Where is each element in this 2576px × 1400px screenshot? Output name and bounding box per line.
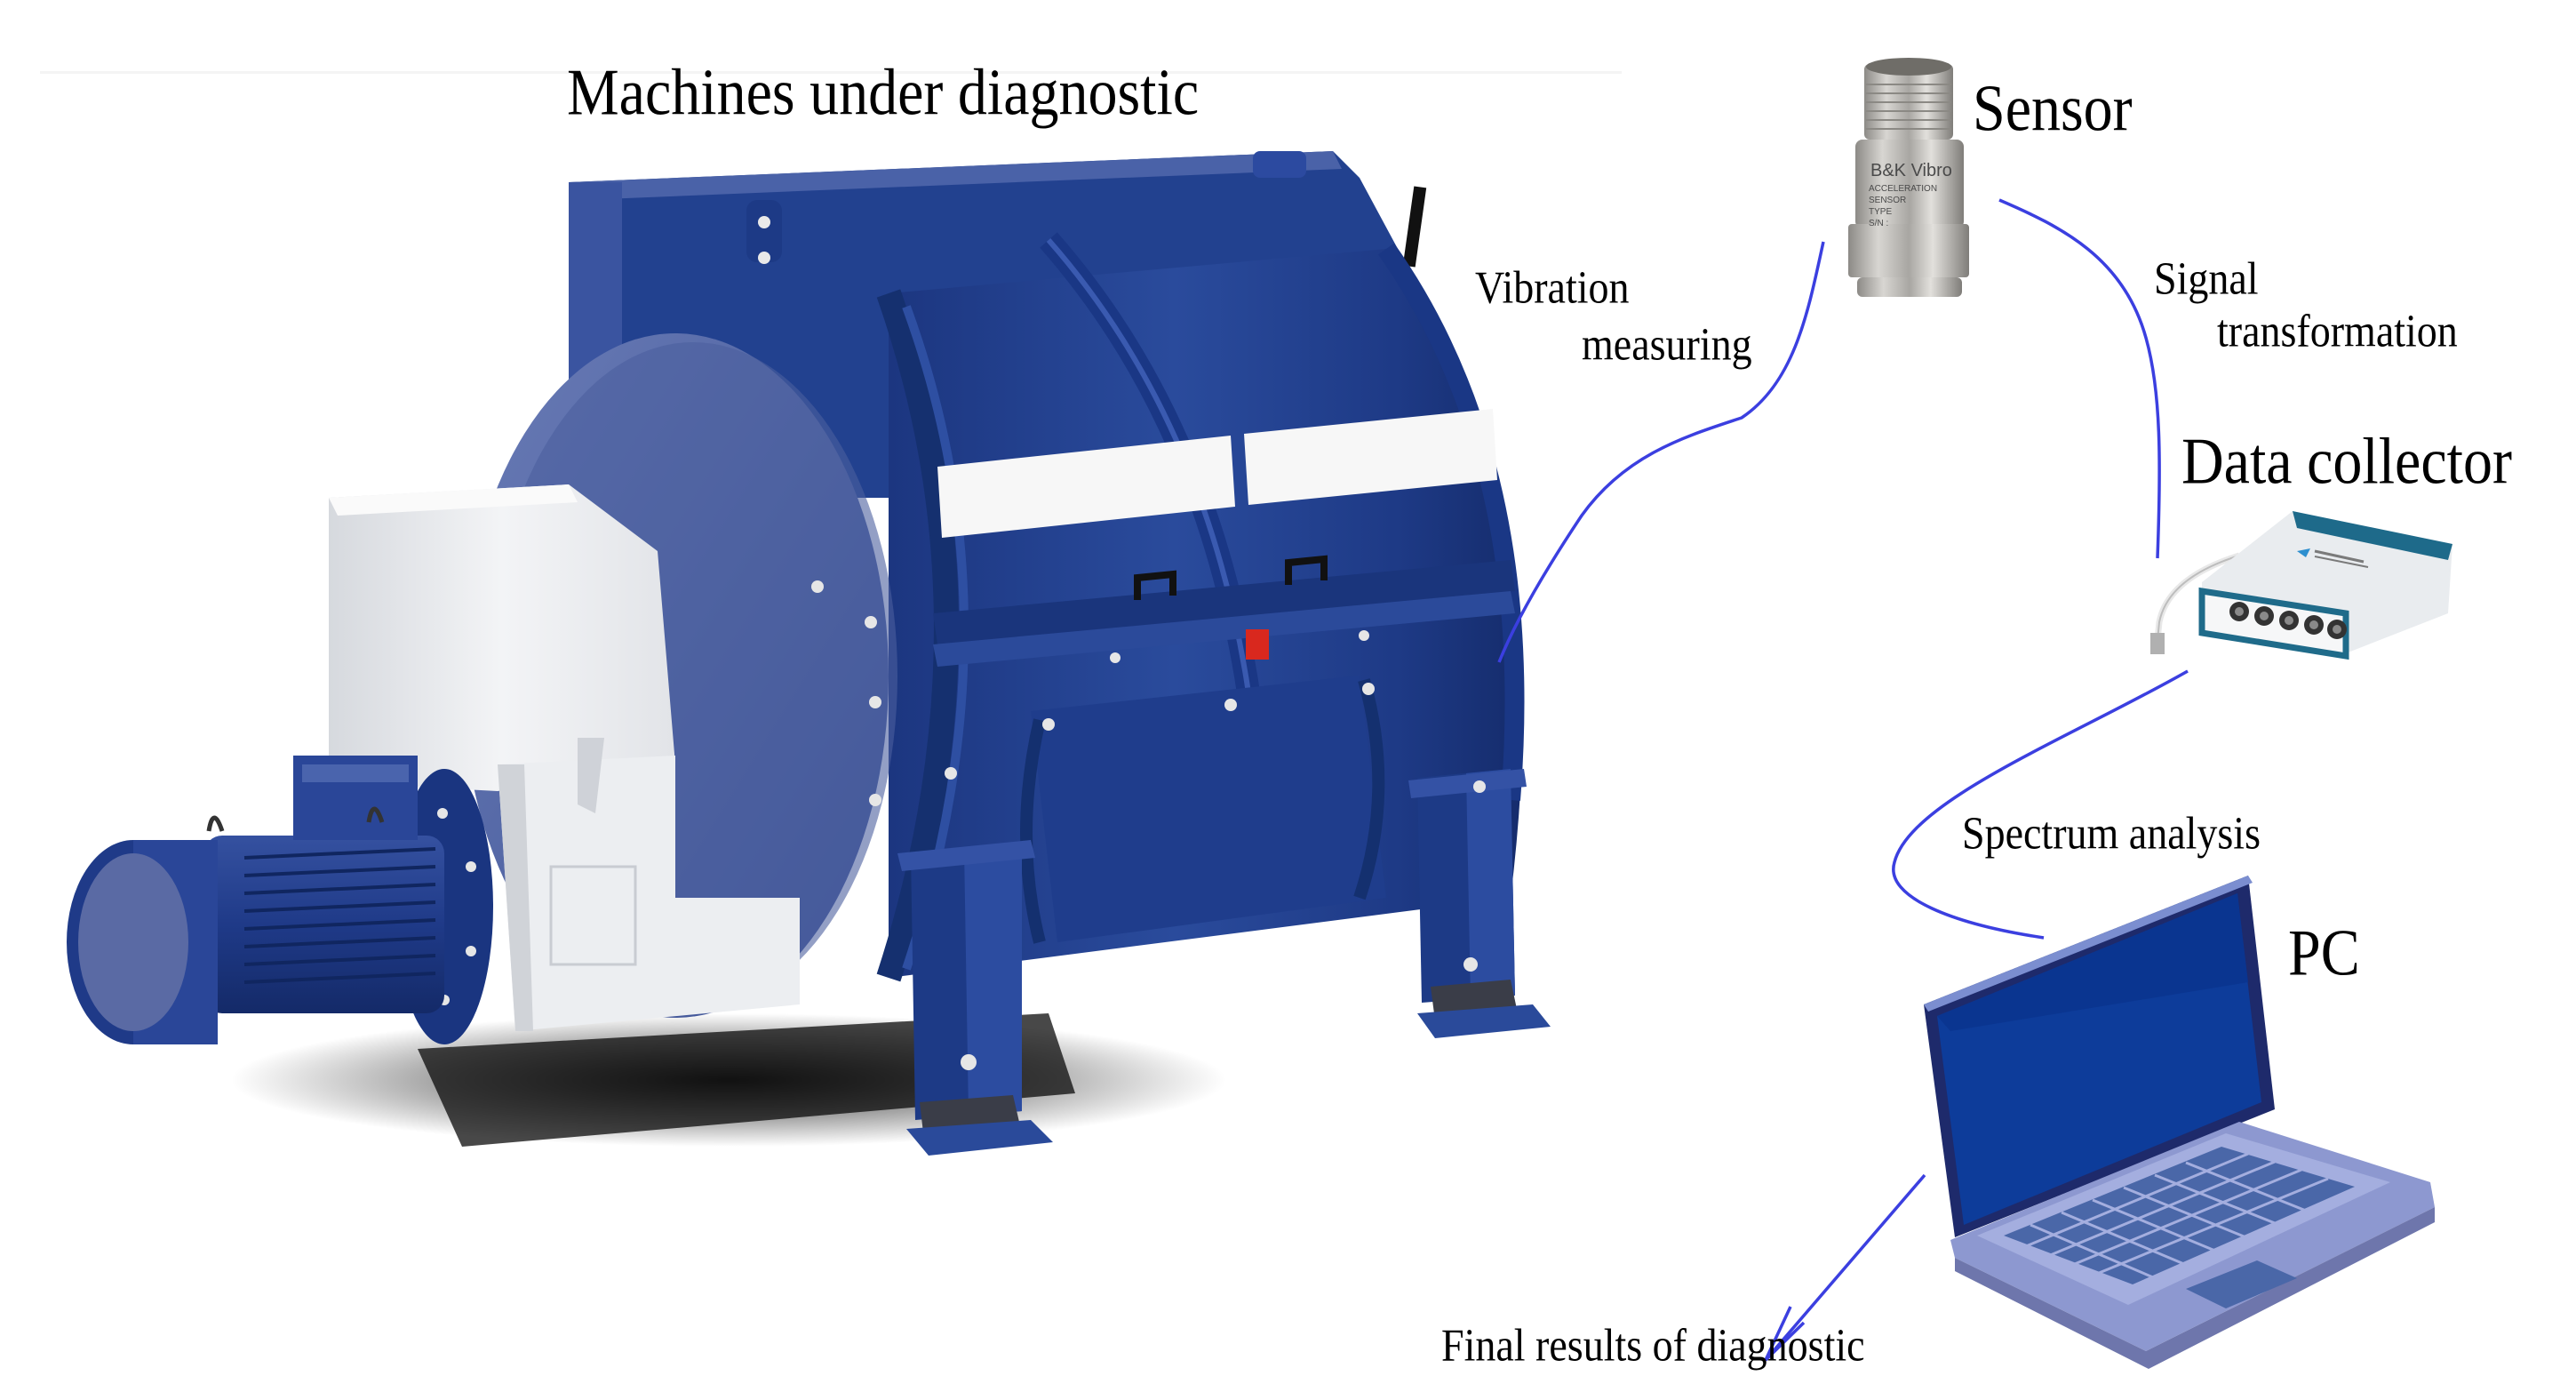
label-pc: PC	[2288, 916, 2360, 990]
label-measuring: measuring	[1582, 318, 1752, 370]
title-machines-under-diagnostic: Machines under diagnostic	[567, 56, 1200, 130]
label-sensor: Sensor	[1973, 72, 2133, 146]
label-transformation: transformation	[2217, 305, 2458, 356]
label-data-collector: Data collector	[2181, 425, 2512, 499]
label-signal: Signal	[2154, 252, 2259, 304]
arrow-to-results	[1764, 1173, 1926, 1362]
edge-signal-transformation-line	[1998, 198, 2161, 559]
edge-spectrum-analysis-line	[1892, 669, 2189, 940]
edge-vibration-measuring-line	[1497, 241, 1825, 663]
svg-text:S/N :: S/N :	[1869, 219, 1888, 228]
svg-text:TYPE: TYPE	[1869, 207, 1892, 217]
label-vibration: Vibration	[1475, 261, 1630, 313]
svg-text:B&K Vibro: B&K Vibro	[1870, 161, 1952, 180]
svg-text:ACCELERATION: ACCELERATION	[1869, 184, 1937, 194]
svg-text:SENSOR: SENSOR	[1869, 196, 1906, 205]
label-final-results: Final results of diagnostic	[1441, 1319, 1865, 1371]
label-spectrum-analysis: Spectrum analysis	[1962, 807, 2261, 859]
